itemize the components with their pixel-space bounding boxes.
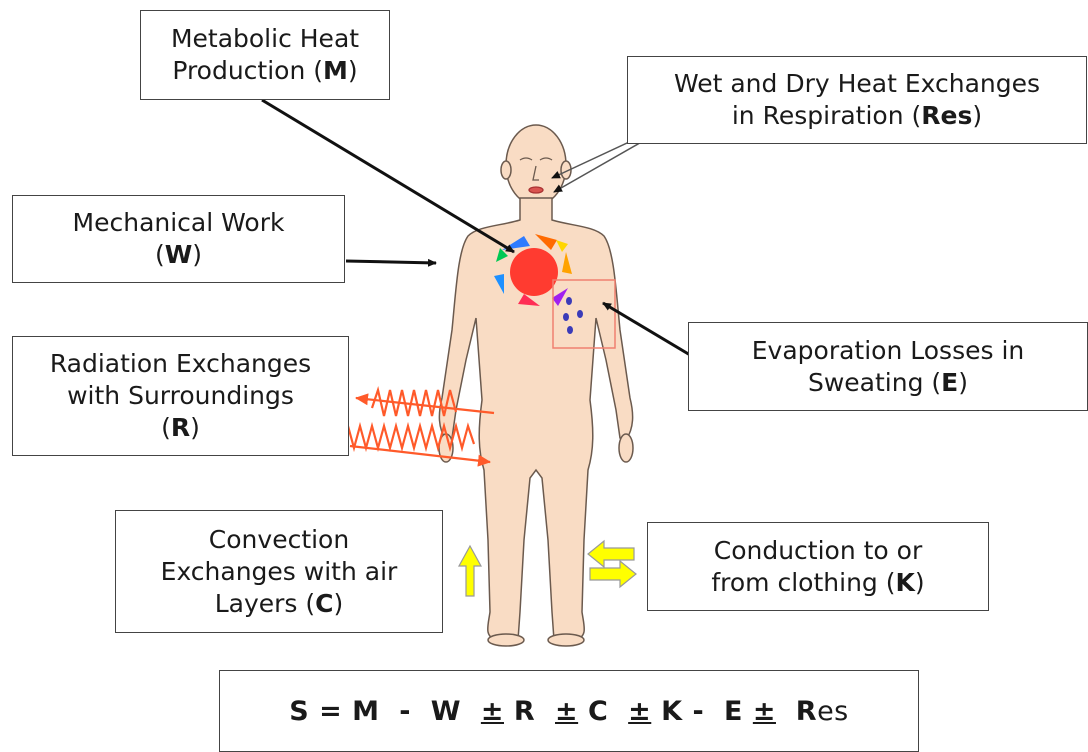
evaporation-label-line1: Evaporation Losses in — [752, 335, 1025, 367]
convection-label-line1: Convection — [209, 524, 349, 556]
equation-lhs: S = M - W — [289, 696, 481, 727]
equation-r: R — [504, 696, 555, 727]
evaporation-label-text: Sweating ( — [808, 368, 941, 397]
radiation-label-line1: Radiation Exchanges — [50, 348, 311, 380]
equation-c: C — [578, 696, 628, 727]
mechanical-symbol: W — [165, 240, 193, 269]
radiation-label-close: ) — [190, 413, 200, 442]
mechanical-label-close: ) — [192, 240, 202, 269]
convection-label-line2: Exchanges with air — [161, 556, 398, 588]
equation-plus-minus: ± — [628, 696, 651, 727]
radiation-label-box: Radiation Exchanges with Surroundings (R… — [12, 336, 349, 456]
radiation-symbol: R — [171, 413, 190, 442]
evaporation-label-box: Evaporation Losses in Sweating (E) — [688, 322, 1088, 411]
metabolic-label-text: Production ( — [172, 56, 323, 85]
mechanical-label-open: ( — [155, 240, 165, 269]
respiration-label-close: ) — [972, 101, 982, 130]
convection-symbol: C — [315, 589, 333, 618]
equation-k-e: K - E — [651, 696, 753, 727]
equation-plus-minus: ± — [481, 696, 504, 727]
convection-label-text: Layers ( — [215, 589, 315, 618]
convection-label-box: Convection Exchanges with air Layers (C) — [115, 510, 443, 633]
radiation-label-line2: with Surroundings — [67, 380, 294, 412]
conduction-right-arrow — [590, 561, 636, 587]
mechanical-label-box: Mechanical Work (W) — [12, 195, 345, 283]
convection-label-close: ) — [334, 589, 344, 618]
conduction-label-text: from clothing ( — [711, 568, 895, 597]
conduction-left-arrow — [588, 541, 634, 567]
evaporation-label-close: ) — [958, 368, 968, 397]
conduction-label-close: ) — [915, 568, 925, 597]
respiration-label-line1: Wet and Dry Heat Exchanges — [674, 68, 1040, 100]
mechanical-pointer — [346, 261, 436, 263]
respiration-label-box: Wet and Dry Heat Exchanges in Respiratio… — [627, 56, 1087, 144]
conduction-symbol: K — [895, 568, 914, 597]
metabolic-label-line1: Metabolic Heat — [171, 23, 359, 55]
metabolic-symbol: M — [323, 56, 348, 85]
respiration-label-text: in Respiration ( — [732, 101, 921, 130]
convection-up-arrow — [459, 546, 481, 596]
mechanical-label-line1: Mechanical Work — [73, 207, 285, 239]
equation-plus-minus: ± — [753, 696, 776, 727]
metabolic-label-box: Metabolic Heat Production (M) — [140, 10, 390, 100]
equation-res-r: R — [776, 696, 817, 727]
radiation-label-open: ( — [161, 413, 171, 442]
equation-plus-minus: ± — [555, 696, 578, 727]
evaporation-symbol: E — [941, 368, 958, 397]
respiration-symbol: Res — [921, 101, 972, 130]
metabolic-label-close: ) — [348, 56, 358, 85]
equation-res-rest: es — [817, 696, 849, 727]
conduction-label-line1: Conduction to or — [714, 535, 923, 567]
conduction-label-box: Conduction to or from clothing (K) — [647, 522, 989, 611]
